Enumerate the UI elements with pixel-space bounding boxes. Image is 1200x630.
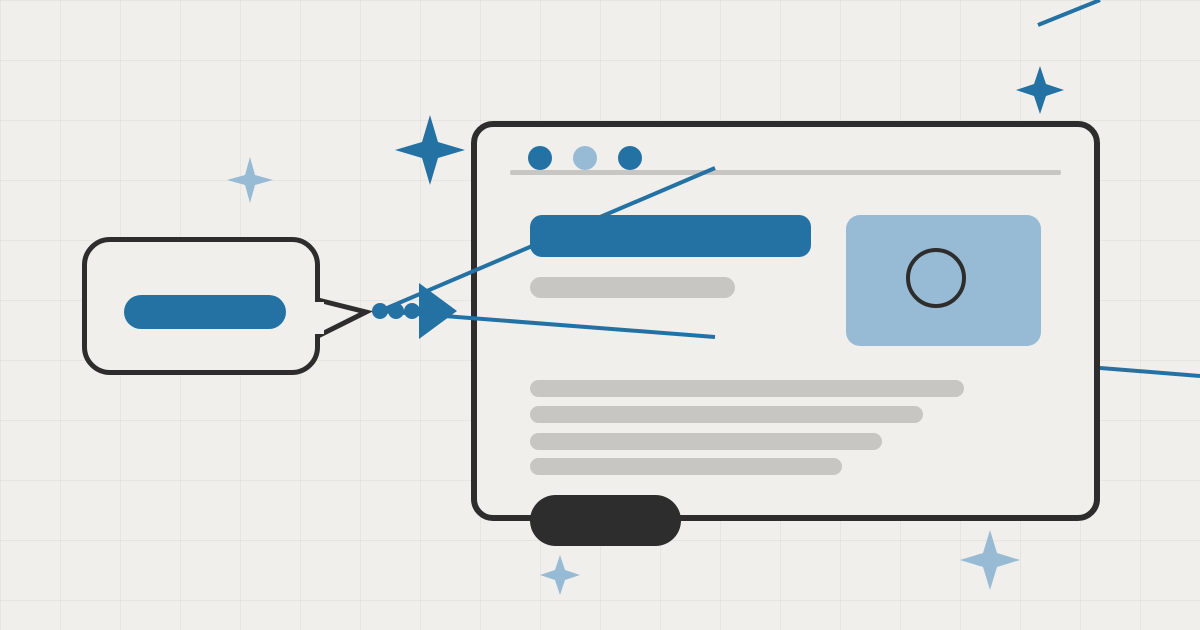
sparkle-icon [540, 555, 580, 595]
cta-button[interactable] [530, 495, 681, 546]
text-line [530, 406, 923, 423]
address-bar-rule [510, 170, 1061, 175]
bubble-tail [315, 296, 374, 341]
sparkle-icon [227, 157, 273, 203]
headline-bar [530, 215, 811, 257]
circle-icon [906, 248, 966, 308]
text-line [530, 433, 882, 450]
bubble-text-bar [124, 295, 286, 329]
connector-dot-icon [372, 303, 388, 319]
decor-line [1037, 0, 1101, 27]
text-line [530, 458, 842, 475]
text-line [530, 380, 964, 397]
sparkle-icon [1016, 66, 1064, 114]
window-dot-icon [528, 146, 552, 170]
window-dot-icon [618, 146, 642, 170]
connector-dot-icon [404, 303, 420, 319]
connector-dot-icon [388, 303, 404, 319]
arrow-icon [419, 283, 457, 339]
sparkle-icon [960, 530, 1020, 590]
decor-line [379, 166, 716, 313]
subheadline-bar [530, 277, 735, 298]
sparkle-icon [395, 115, 465, 185]
window-dot-icon [573, 146, 597, 170]
